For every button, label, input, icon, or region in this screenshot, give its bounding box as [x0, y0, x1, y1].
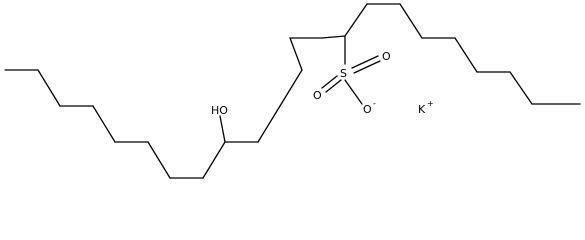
bond — [289, 37, 303, 71]
middle-alkyl-chain — [224, 35, 346, 143]
right-alkyl-chain — [344, 3, 581, 105]
potassium-label: K — [418, 103, 426, 116]
oxygen-top-label: O — [382, 50, 391, 63]
bond — [351, 55, 379, 69]
sulfonate-group: S O O O - — [313, 35, 391, 116]
bond — [202, 141, 226, 179]
bond — [344, 79, 363, 105]
bond — [353, 60, 381, 74]
oxide-oxygen-label: O — [363, 103, 372, 116]
bond — [344, 3, 368, 37]
bond — [399, 3, 423, 39]
hydroxyl-label: HO — [211, 104, 228, 117]
bond — [147, 141, 171, 179]
bond — [279, 69, 303, 107]
oxide-charge: - — [373, 99, 376, 108]
bond — [454, 37, 478, 73]
bond — [321, 35, 346, 39]
bond — [219, 115, 226, 143]
potassium-counterion: K + — [418, 99, 434, 116]
bond — [325, 79, 342, 93]
bond — [509, 71, 533, 105]
left-alkyl-chain — [4, 69, 226, 179]
bond — [257, 105, 281, 143]
bond — [321, 75, 338, 89]
potassium-charge: + — [427, 99, 434, 108]
bond — [92, 105, 116, 143]
oxygen-left-label: O — [313, 89, 322, 102]
sulfur-label: S — [340, 67, 347, 80]
bond — [37, 69, 61, 107]
hydroxyl-group: HO — [211, 104, 228, 143]
chemical-structure: HO S O O O - K + — [4, 3, 581, 179]
